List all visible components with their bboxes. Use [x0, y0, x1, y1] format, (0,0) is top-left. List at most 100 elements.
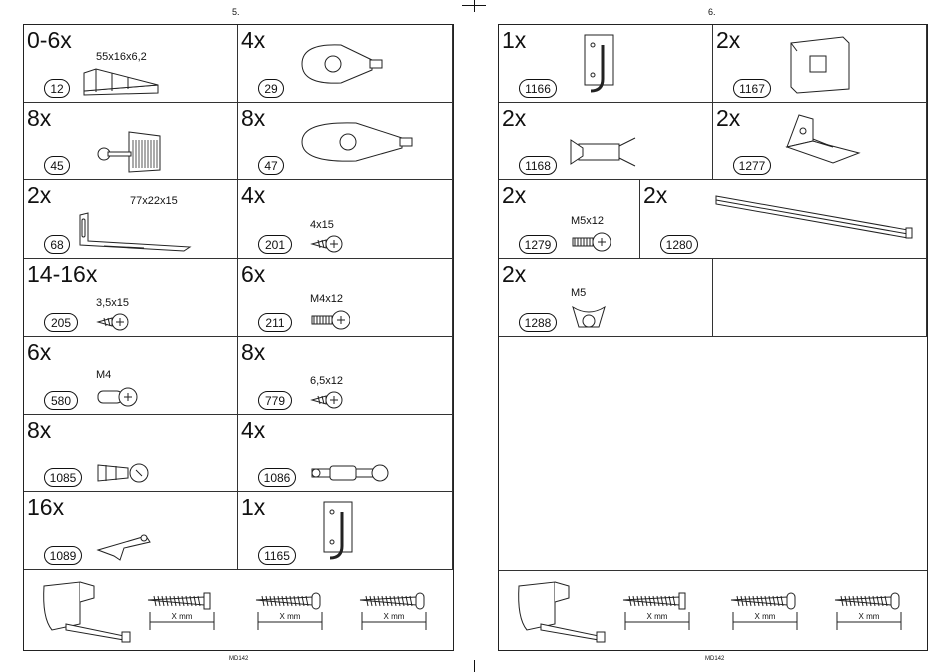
part-number-badge: 47	[258, 156, 284, 175]
part-dimension: 55x16x6,2	[96, 51, 147, 63]
part-illustration	[308, 498, 368, 569]
part-number-badge: 1280	[660, 235, 698, 254]
part-quantity: 0-6x	[27, 27, 72, 53]
part-dimension: M5x12	[571, 215, 604, 227]
screw-length-label: X mm	[627, 612, 687, 621]
part-number-badge: 1166	[519, 79, 557, 98]
screw-length-label: X mm	[260, 612, 320, 621]
part-illustration	[783, 33, 853, 100]
screw-icon	[308, 391, 344, 409]
crop-mark-bottom	[474, 660, 475, 672]
part-dimension: 4x15	[310, 219, 334, 231]
left-page-number: 5.	[232, 7, 240, 17]
part-quantity: 2x	[502, 182, 526, 208]
part-cell: 1x 1166	[499, 25, 713, 103]
hanger-plate-icon	[308, 498, 368, 564]
screw-icon	[94, 313, 130, 331]
part-quantity: 2x	[643, 182, 667, 208]
part-illustration	[783, 111, 863, 172]
part-illustration	[94, 130, 164, 179]
part-illustration	[94, 313, 130, 336]
long-connector-icon	[308, 460, 390, 486]
screw-length-label: X mm	[839, 612, 899, 621]
clip-with-screw-icon	[36, 578, 136, 648]
part-quantity: 2x	[502, 261, 526, 287]
part-quantity: 2x	[502, 105, 526, 131]
part-number-badge: 68	[44, 235, 70, 254]
part-number-badge: 779	[258, 391, 292, 410]
part-illustration	[296, 117, 416, 172]
part-dimension: 6,5x12	[310, 375, 343, 387]
clip-block-icon	[783, 33, 853, 95]
part-illustration	[569, 130, 639, 179]
crop-mark-top-h	[462, 5, 486, 6]
part-quantity: 1x	[241, 494, 265, 520]
pan-head-screw-icon	[831, 582, 911, 632]
part-cell: 2x 1280	[640, 180, 927, 259]
part-dimension: M4	[96, 369, 111, 381]
part-quantity: 2x	[27, 182, 51, 208]
angle-bracket-icon	[74, 211, 194, 253]
screw-icon	[308, 235, 344, 253]
part-illustration	[296, 39, 386, 94]
right-page-number: 6.	[708, 7, 716, 17]
shelf-support-icon	[94, 524, 154, 564]
wedge-spacer-icon	[82, 61, 162, 97]
part-dimension: M5	[571, 287, 586, 299]
round-head-screw-icon	[727, 582, 807, 632]
dowel-connector-icon	[94, 460, 150, 486]
part-number-badge: 1167	[733, 79, 771, 98]
hook-connector-icon	[296, 117, 416, 167]
part-illustration	[569, 231, 611, 258]
part-number-badge: 1168	[519, 156, 557, 175]
right-footer-code: MD142	[705, 656, 724, 662]
part-illustration	[82, 61, 162, 102]
part-dimension: 3,5x15	[96, 297, 129, 309]
bolt-icon	[569, 231, 611, 253]
part-illustration	[308, 235, 344, 258]
pan-head-screw-icon	[356, 582, 436, 632]
part-number-badge: 201	[258, 235, 292, 254]
left-footer-code: MD142	[229, 656, 248, 662]
screw-length-label: X mm	[735, 612, 795, 621]
part-number-badge: 580	[44, 391, 78, 410]
part-illustration	[308, 309, 350, 336]
cam-lock-bracket-icon	[296, 39, 386, 89]
round-head-screw-icon	[252, 582, 332, 632]
part-quantity: 1x	[502, 27, 526, 53]
part-cell: 4x 29	[238, 25, 453, 103]
crop-mark-top	[474, 0, 475, 12]
part-quantity: 2x	[716, 105, 740, 131]
screw-length-label: X mm	[364, 612, 424, 621]
part-illustration	[569, 31, 629, 102]
part-illustration	[714, 194, 914, 249]
part-quantity: 16x	[27, 494, 64, 520]
part-illustration	[74, 211, 194, 258]
part-illustration	[94, 385, 138, 414]
part-quantity: 2x	[716, 27, 740, 53]
screw-length-label: X mm	[152, 612, 212, 621]
part-number-badge: 29	[258, 79, 284, 98]
countersunk-screw-icon	[144, 582, 224, 632]
spring-clip-icon	[569, 130, 639, 174]
bolt-icon	[308, 309, 350, 331]
l-bracket-icon	[783, 111, 863, 167]
part-quantity: 8x	[241, 105, 265, 131]
part-illustration	[94, 524, 154, 569]
part-quantity: 4x	[241, 27, 265, 53]
screw-length-legend: X mm X mm X mm	[24, 570, 453, 650]
part-quantity: 6x	[241, 261, 265, 287]
part-number-badge: 1085	[44, 468, 82, 487]
